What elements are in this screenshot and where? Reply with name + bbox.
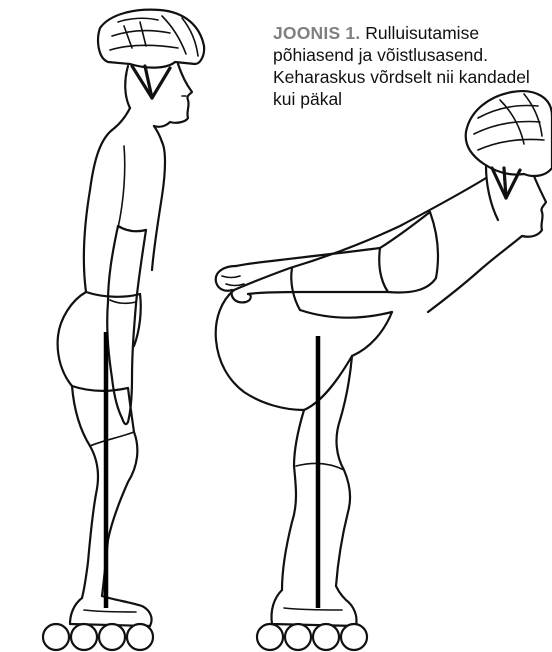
wheels-left xyxy=(43,624,153,650)
figure-caption: JOONIS 1. Rulluisutamise põhiasend ja võ… xyxy=(273,22,551,110)
helmet-left xyxy=(98,10,204,68)
figure-caption-label: JOONIS 1. xyxy=(273,23,360,43)
skater-racing-stance xyxy=(216,91,552,650)
skater-basic-stance xyxy=(43,10,204,650)
wheels-right xyxy=(257,624,367,650)
